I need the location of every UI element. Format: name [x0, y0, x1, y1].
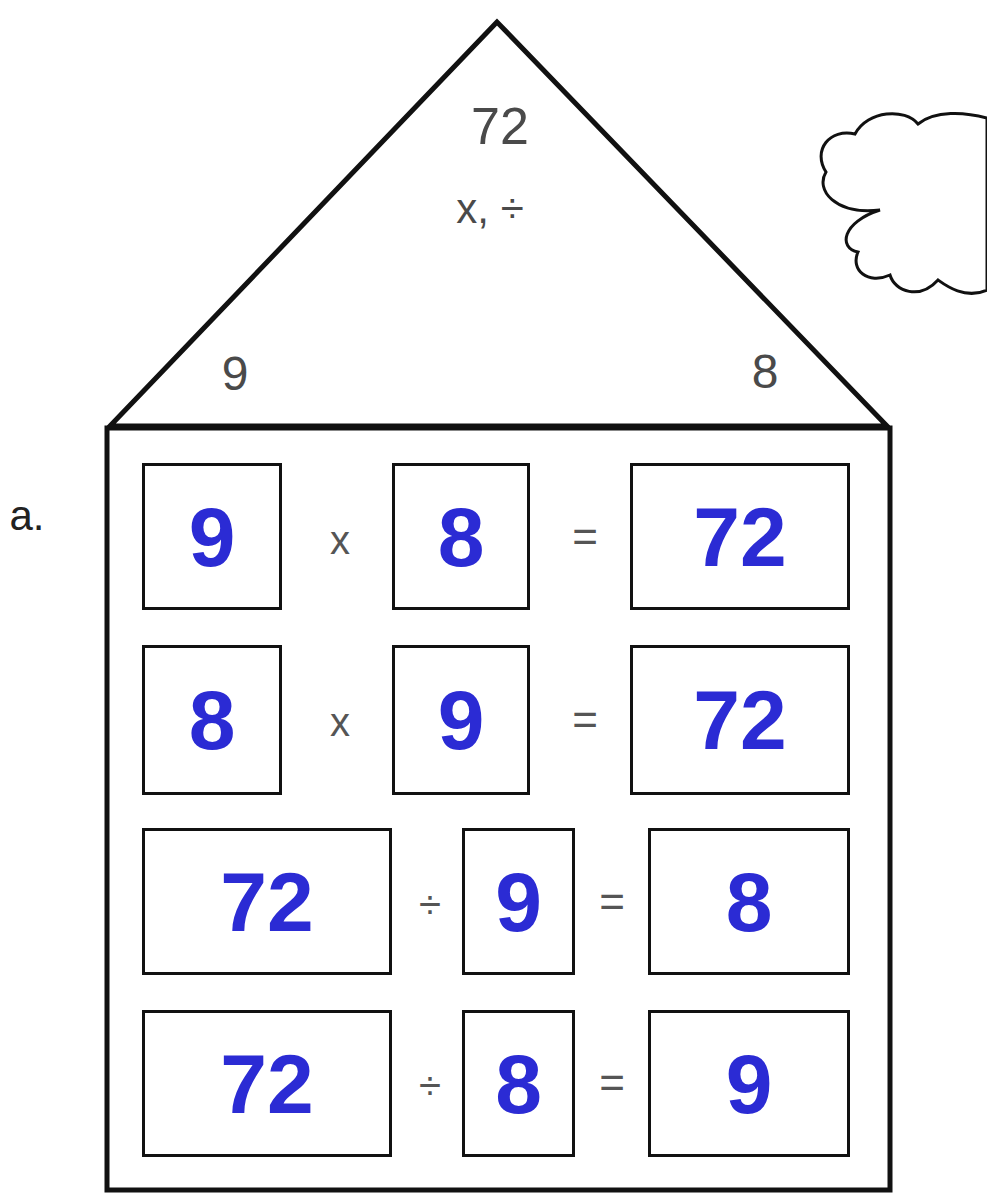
- answer-number: 9: [726, 1042, 773, 1126]
- answer-number: 8: [438, 495, 485, 579]
- answer-box: 72: [142, 828, 392, 975]
- roof-number: 72: [471, 100, 529, 152]
- operation-hint: x, ÷: [456, 188, 523, 230]
- answer-box: 9: [392, 645, 530, 795]
- house-body: [107, 428, 890, 1190]
- answer-number: 8: [189, 678, 236, 762]
- answer-number: 72: [220, 1042, 313, 1126]
- answer-box: 9: [648, 1010, 850, 1157]
- answer-number: 8: [726, 860, 773, 944]
- answer-box: 8: [648, 828, 850, 975]
- equals-sign: =: [572, 515, 598, 559]
- answer-number: 72: [693, 678, 786, 762]
- answer-box: 72: [630, 645, 850, 795]
- answer-number: 72: [220, 860, 313, 944]
- equals-sign: =: [599, 1061, 625, 1105]
- answer-box: 9: [462, 828, 575, 975]
- roof-shape: [110, 22, 887, 426]
- answer-number: 72: [693, 495, 786, 579]
- answer-number: 9: [189, 495, 236, 579]
- answer-number: 9: [495, 860, 542, 944]
- answer-box: 8: [392, 463, 530, 610]
- cloud-doodle: [821, 113, 987, 293]
- roof-number: 8: [752, 348, 779, 396]
- item-letter: a.: [9, 495, 44, 537]
- divide-sign: ÷: [419, 1065, 441, 1105]
- answer-box: 8: [462, 1010, 575, 1157]
- times-sign: x: [330, 702, 350, 742]
- times-sign: x: [330, 520, 350, 560]
- answer-number: 9: [438, 678, 485, 762]
- divide-sign: ÷: [419, 884, 441, 924]
- equals-sign: =: [599, 880, 625, 924]
- answer-box: 72: [142, 1010, 392, 1157]
- roof-number: 9: [222, 350, 249, 398]
- answer-box: 72: [630, 463, 850, 610]
- answer-number: 8: [495, 1042, 542, 1126]
- equals-sign: =: [572, 698, 598, 742]
- answer-box: 9: [142, 463, 282, 610]
- roof-triangle: 72 x, ÷ 9 8: [107, 18, 890, 430]
- answer-box: 8: [142, 645, 282, 795]
